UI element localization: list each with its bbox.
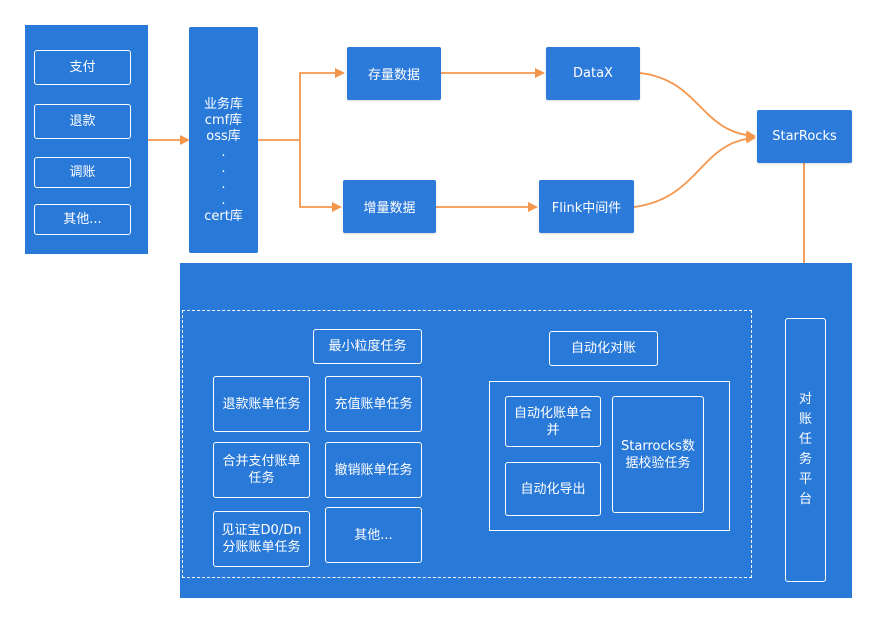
source-other: 其他...: [34, 204, 131, 235]
db-label-cert: cert库: [204, 209, 243, 224]
db-label-oss: oss库: [206, 129, 241, 144]
sources-panel: [25, 25, 148, 254]
db-dot-3: .: [221, 177, 226, 192]
auto-bill-merge: 自动化账单合并: [505, 396, 601, 447]
source-payment: 支付: [34, 50, 131, 85]
source-adjustment: 调账: [34, 157, 131, 188]
db-dot-1: .: [221, 145, 226, 160]
databases-panel: 业务库 cmf库 oss库 . . . . cert库: [189, 27, 258, 253]
task-refund-bill: 退款账单任务: [213, 376, 310, 432]
datax-node: DataX: [546, 47, 640, 100]
task-revoke-bill: 撤销账单任务: [325, 442, 422, 498]
arrow-to-stock: [299, 68, 345, 140]
starrocks-data-check: Starrocks数据校验任务: [612, 396, 704, 513]
auto-reconcile-group: [489, 381, 730, 531]
task-other: 其他...: [325, 507, 422, 563]
task-witness-split-bill: 见证宝D0/Dn分账账单任务: [213, 511, 310, 567]
reconcile-platform-area: [180, 263, 852, 598]
task-merge-payment-bill: 合并支付账单任务: [213, 442, 310, 498]
platform-label: 对账任务平台: [798, 392, 812, 507]
db-dot-2: .: [221, 161, 226, 176]
arrow-flink-to-starrocks: [633, 133, 756, 208]
db-dot-4: .: [221, 193, 226, 208]
incremental-data-node: 增量数据: [343, 180, 436, 233]
source-refund: 退款: [34, 104, 131, 139]
db-label-cmf: cmf库: [204, 113, 243, 128]
db-label-business: 业务库: [203, 97, 243, 112]
flink-node: Flink中间件: [539, 180, 634, 233]
arrow-to-incremental: [299, 140, 342, 212]
starrocks-node: StarRocks: [757, 110, 852, 163]
min-granularity-title: 最小粒度任务: [313, 329, 422, 364]
task-recharge-bill: 充值账单任务: [325, 376, 422, 432]
dashed-task-region: [182, 310, 752, 578]
reconcile-task-platform: 对账任务平台: [785, 318, 826, 582]
auto-export: 自动化导出: [505, 462, 601, 516]
stock-data-node: 存量数据: [347, 47, 441, 100]
arrow-datax-to-starrocks: [639, 72, 756, 141]
auto-reconcile-title: 自动化对账: [549, 331, 658, 366]
